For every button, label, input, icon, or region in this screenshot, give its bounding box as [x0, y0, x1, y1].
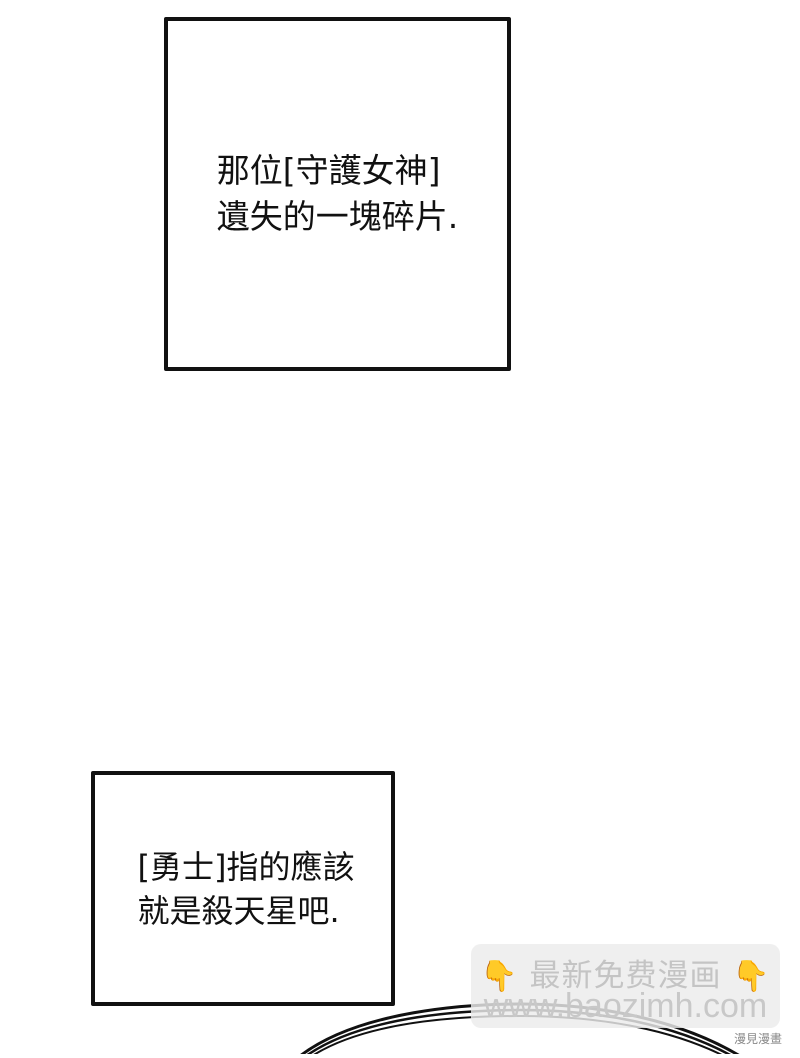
watermark-banner[interactable]: 👇 最新免费漫画 👇 www.baozimh.com	[471, 944, 780, 1028]
caption-line: 遺失的一塊碎片.	[216, 197, 459, 236]
watermark-title: 最新免费漫画	[529, 958, 722, 994]
caption-line: 那位[守護女神]	[216, 151, 441, 190]
caption-box-1: 那位[守護女神] 遺失的一塊碎片.	[164, 17, 511, 371]
caption-text-2: [勇士]指的應該 就是殺天星吧.	[138, 845, 355, 933]
pointing-down-hand-icon: 👇	[480, 959, 519, 994]
watermark-url[interactable]: www.baozimh.com	[483, 987, 768, 1025]
watermark-small-text: 漫見漫畫	[734, 1032, 783, 1046]
caption-line: 就是殺天星吧.	[137, 891, 340, 930]
pointing-down-hand-icon: 👇	[732, 959, 771, 994]
caption-box-2: [勇士]指的應該 就是殺天星吧.	[91, 771, 395, 1006]
caption-line: [勇士]指的應該	[137, 847, 355, 886]
caption-text-1: 那位[守護女神] 遺失的一塊碎片.	[217, 148, 459, 240]
watermark-title-row: 👇 最新免费漫画 👇	[471, 950, 780, 995]
